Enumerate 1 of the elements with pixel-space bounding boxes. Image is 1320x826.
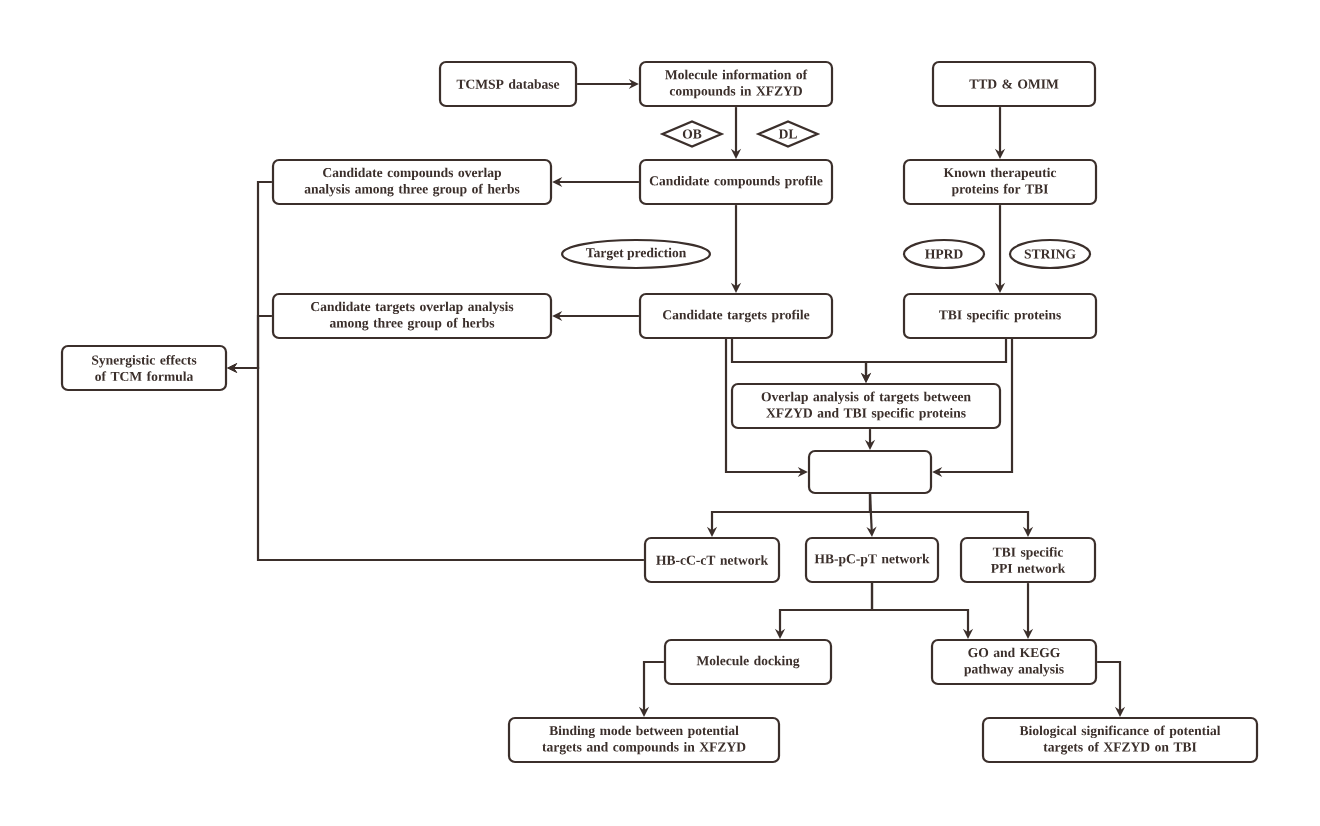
process-box [807,449,933,495]
